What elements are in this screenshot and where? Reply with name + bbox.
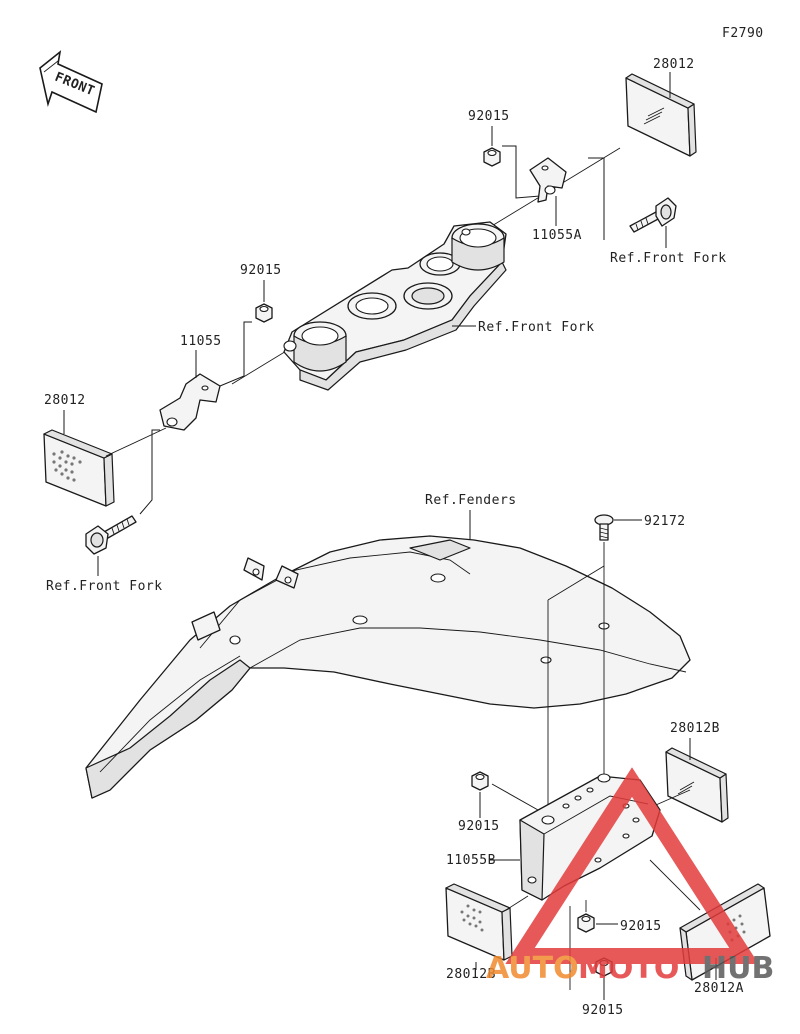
reflector-b-left [445,883,513,961]
label-screw: 92172 [644,514,686,529]
bracket-left [159,373,221,431]
steering-stem [283,221,507,391]
label-nut-right: 92015 [468,109,510,124]
label-reflector-right: 28012 [653,57,695,72]
label-reflector-b-left: 28012B [446,967,496,982]
watermark-hub: HUB [702,951,774,986]
reflector-b-right [665,747,729,823]
watermark-moto: MOTO [578,951,679,986]
label-fender-ref: Ref.Fenders [425,493,517,508]
label-bracket-right: 11055A [532,228,582,243]
label-reflector-left: 28012 [44,393,86,408]
nut-left [255,303,273,323]
label-nut-left: 92015 [240,263,282,278]
label-reflector-b-right: 28012B [670,721,720,736]
watermark-triangle-icon [505,767,759,964]
nut-right [483,147,501,167]
reflector-left [43,429,115,507]
label-bracket-left: 11055 [180,334,222,349]
front-fender [85,535,691,799]
label-nut-upper: 92015 [458,819,500,834]
label-nut-bottom: 92015 [582,1003,624,1018]
label-steering-stem-ref: Ref.Front Fork [478,320,595,335]
reflector-right [625,73,697,157]
label-bracket-b: 11055B [446,853,496,868]
label-bolt-right-ref: Ref.Front Fork [610,251,727,266]
label-reflector-a: 28012A [694,981,744,996]
front-arrow-icon: FRONT [39,50,103,114]
watermark-auto: AUTO [486,951,579,986]
label-bolt-left-ref: Ref.Front Fork [46,579,163,594]
diagram-code: F2790 [722,26,764,41]
screw [594,514,614,541]
bolt-left [85,515,137,555]
watermark: AUTO MOTO HUB [486,767,774,986]
nut-lower-upper [471,771,489,791]
nut-lower-middle [577,913,595,933]
bracket-right [529,157,567,203]
bolt-right [629,197,677,233]
label-nut-middle: 92015 [620,919,662,934]
